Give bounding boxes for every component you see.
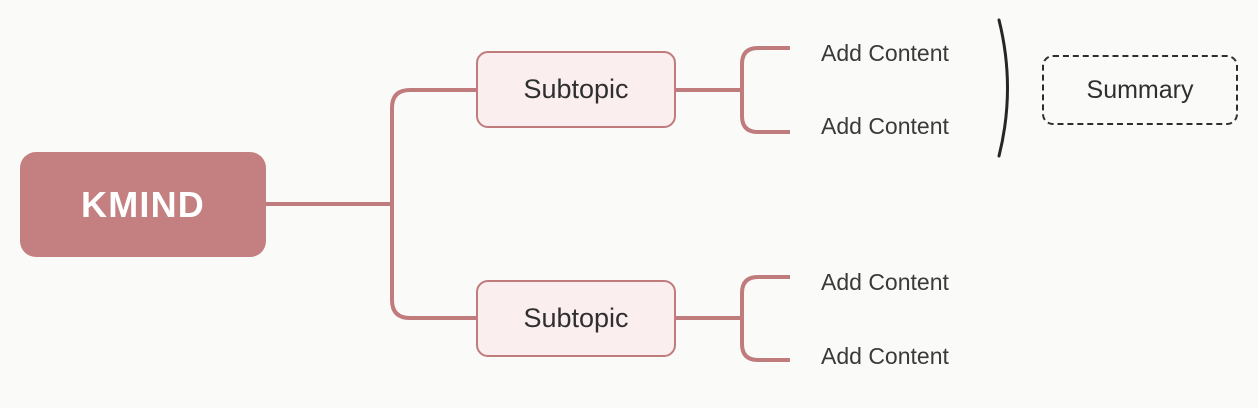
main-branch-bracket — [390, 88, 476, 320]
root-node[interactable]: KMIND — [20, 152, 266, 257]
leaf-bracket-top — [740, 46, 790, 134]
leaf-node-1-2[interactable]: Add Content — [821, 113, 949, 139]
subtopic-node-1-label: Subtopic — [523, 74, 629, 104]
leaf-node-1-1[interactable]: Add Content — [821, 40, 949, 66]
subtopic-node-2-label: Subtopic — [523, 303, 629, 333]
summary-node-label: Summary — [1086, 75, 1194, 104]
leaf-node-2-2[interactable]: Add Content — [821, 343, 949, 369]
summary-node[interactable]: Summary — [1042, 55, 1238, 125]
subtopic-node-2[interactable]: Subtopic — [476, 280, 676, 357]
root-node-label: KMIND — [81, 183, 205, 225]
subtopic-node-1[interactable]: Subtopic — [476, 51, 676, 128]
summary-brace-icon — [997, 18, 1009, 158]
leaf-bracket-bottom — [740, 275, 790, 362]
leaf-node-2-1[interactable]: Add Content — [821, 269, 949, 295]
